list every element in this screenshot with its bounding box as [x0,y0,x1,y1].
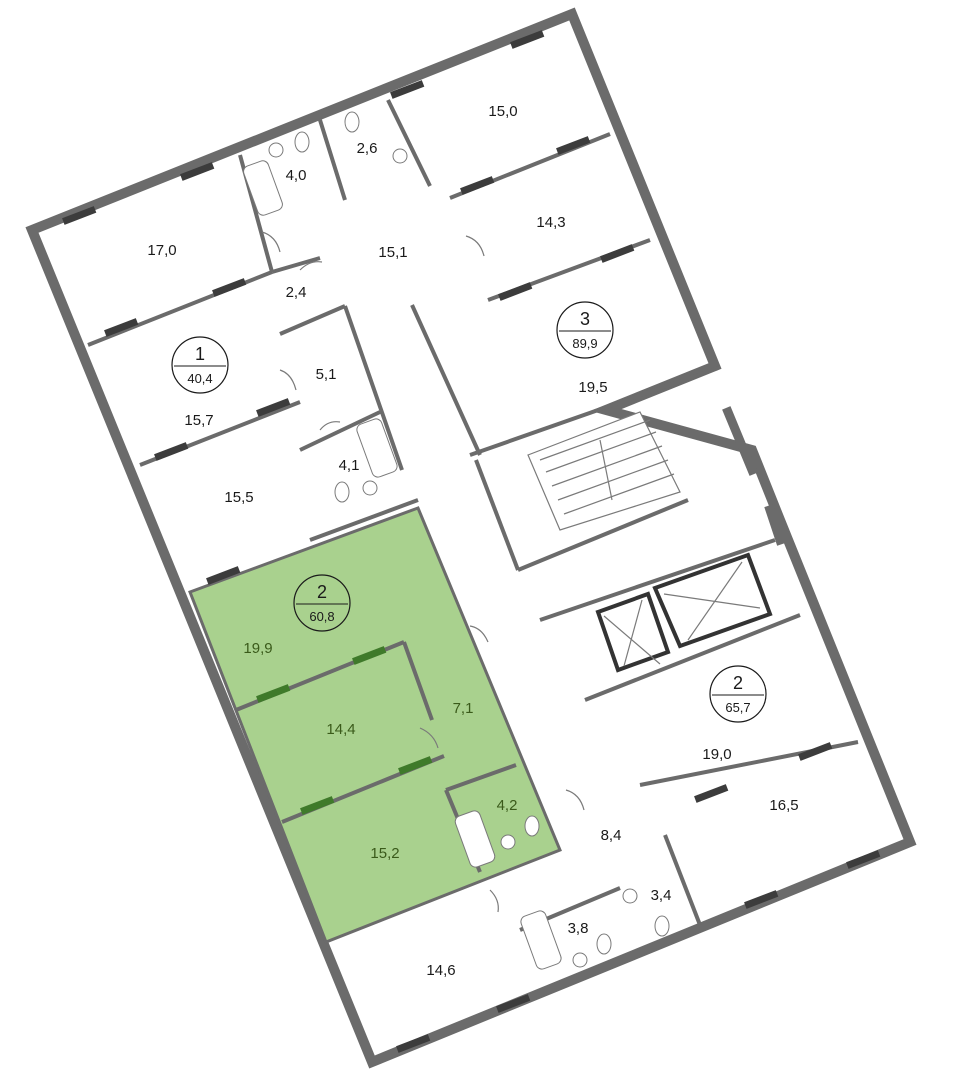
stair-icon [527,411,681,531]
room-area-label: 3,4 [651,887,672,904]
room-area-label: 4,1 [339,457,360,474]
apartment-rooms: 3 [580,309,590,329]
apartment-badge-2: 2 65,7 [709,665,767,723]
room-area-label: 14,3 [536,214,565,231]
room-area-label: 8,4 [601,827,622,844]
door-swing-icon [261,231,585,913]
bathtub-icon [243,160,562,970]
apartment-area: 60,8 [309,609,334,624]
room-area-label: 15,7 [184,412,213,429]
building-outline [25,7,917,1069]
room-area-label: 19,9 [243,640,272,657]
apartment-area: 89,9 [572,336,597,351]
window-marks [62,30,881,1053]
apartment-area: 40,4 [187,371,212,386]
room-area-label: 15,1 [378,244,407,261]
room-area-label: 2,6 [357,140,378,157]
apartment-rooms: 1 [195,344,205,364]
room-area-label: 16,5 [769,797,798,814]
room-area-label: 14,4 [326,721,355,738]
apartment-rooms: 2 [733,673,743,693]
apartment-badge-3: 3 89,9 [556,301,614,359]
elevator-icon [595,552,773,673]
toilet-icon [294,111,670,955]
room-area-label: 17,0 [147,242,176,259]
room-area-label: 14,6 [426,962,455,979]
room-area-label: 4,0 [286,167,307,184]
room-area-label: 2,4 [286,284,307,301]
sink-icon [268,142,638,968]
apartment-badge-2-highlighted: 2 60,8 [293,574,351,632]
room-area-label: 7,1 [453,700,474,717]
room-area-label: 15,5 [224,489,253,506]
room-area-label: 4,2 [497,797,518,814]
apartment-area: 65,7 [725,700,750,715]
room-area-label: 19,5 [578,379,607,396]
room-area-label: 15,2 [370,845,399,862]
apartment-rooms: 2 [317,582,327,602]
room-area-label: 3,8 [568,920,589,937]
room-area-label: 15,0 [488,103,517,120]
apartment-badge-1: 1 40,4 [171,336,229,394]
room-area-label: 5,1 [316,366,337,383]
room-area-label: 19,0 [702,746,731,763]
room-labels: 17,0 4,0 2,6 15,0 14,3 15,1 2,4 15,7 5,1… [147,103,798,979]
